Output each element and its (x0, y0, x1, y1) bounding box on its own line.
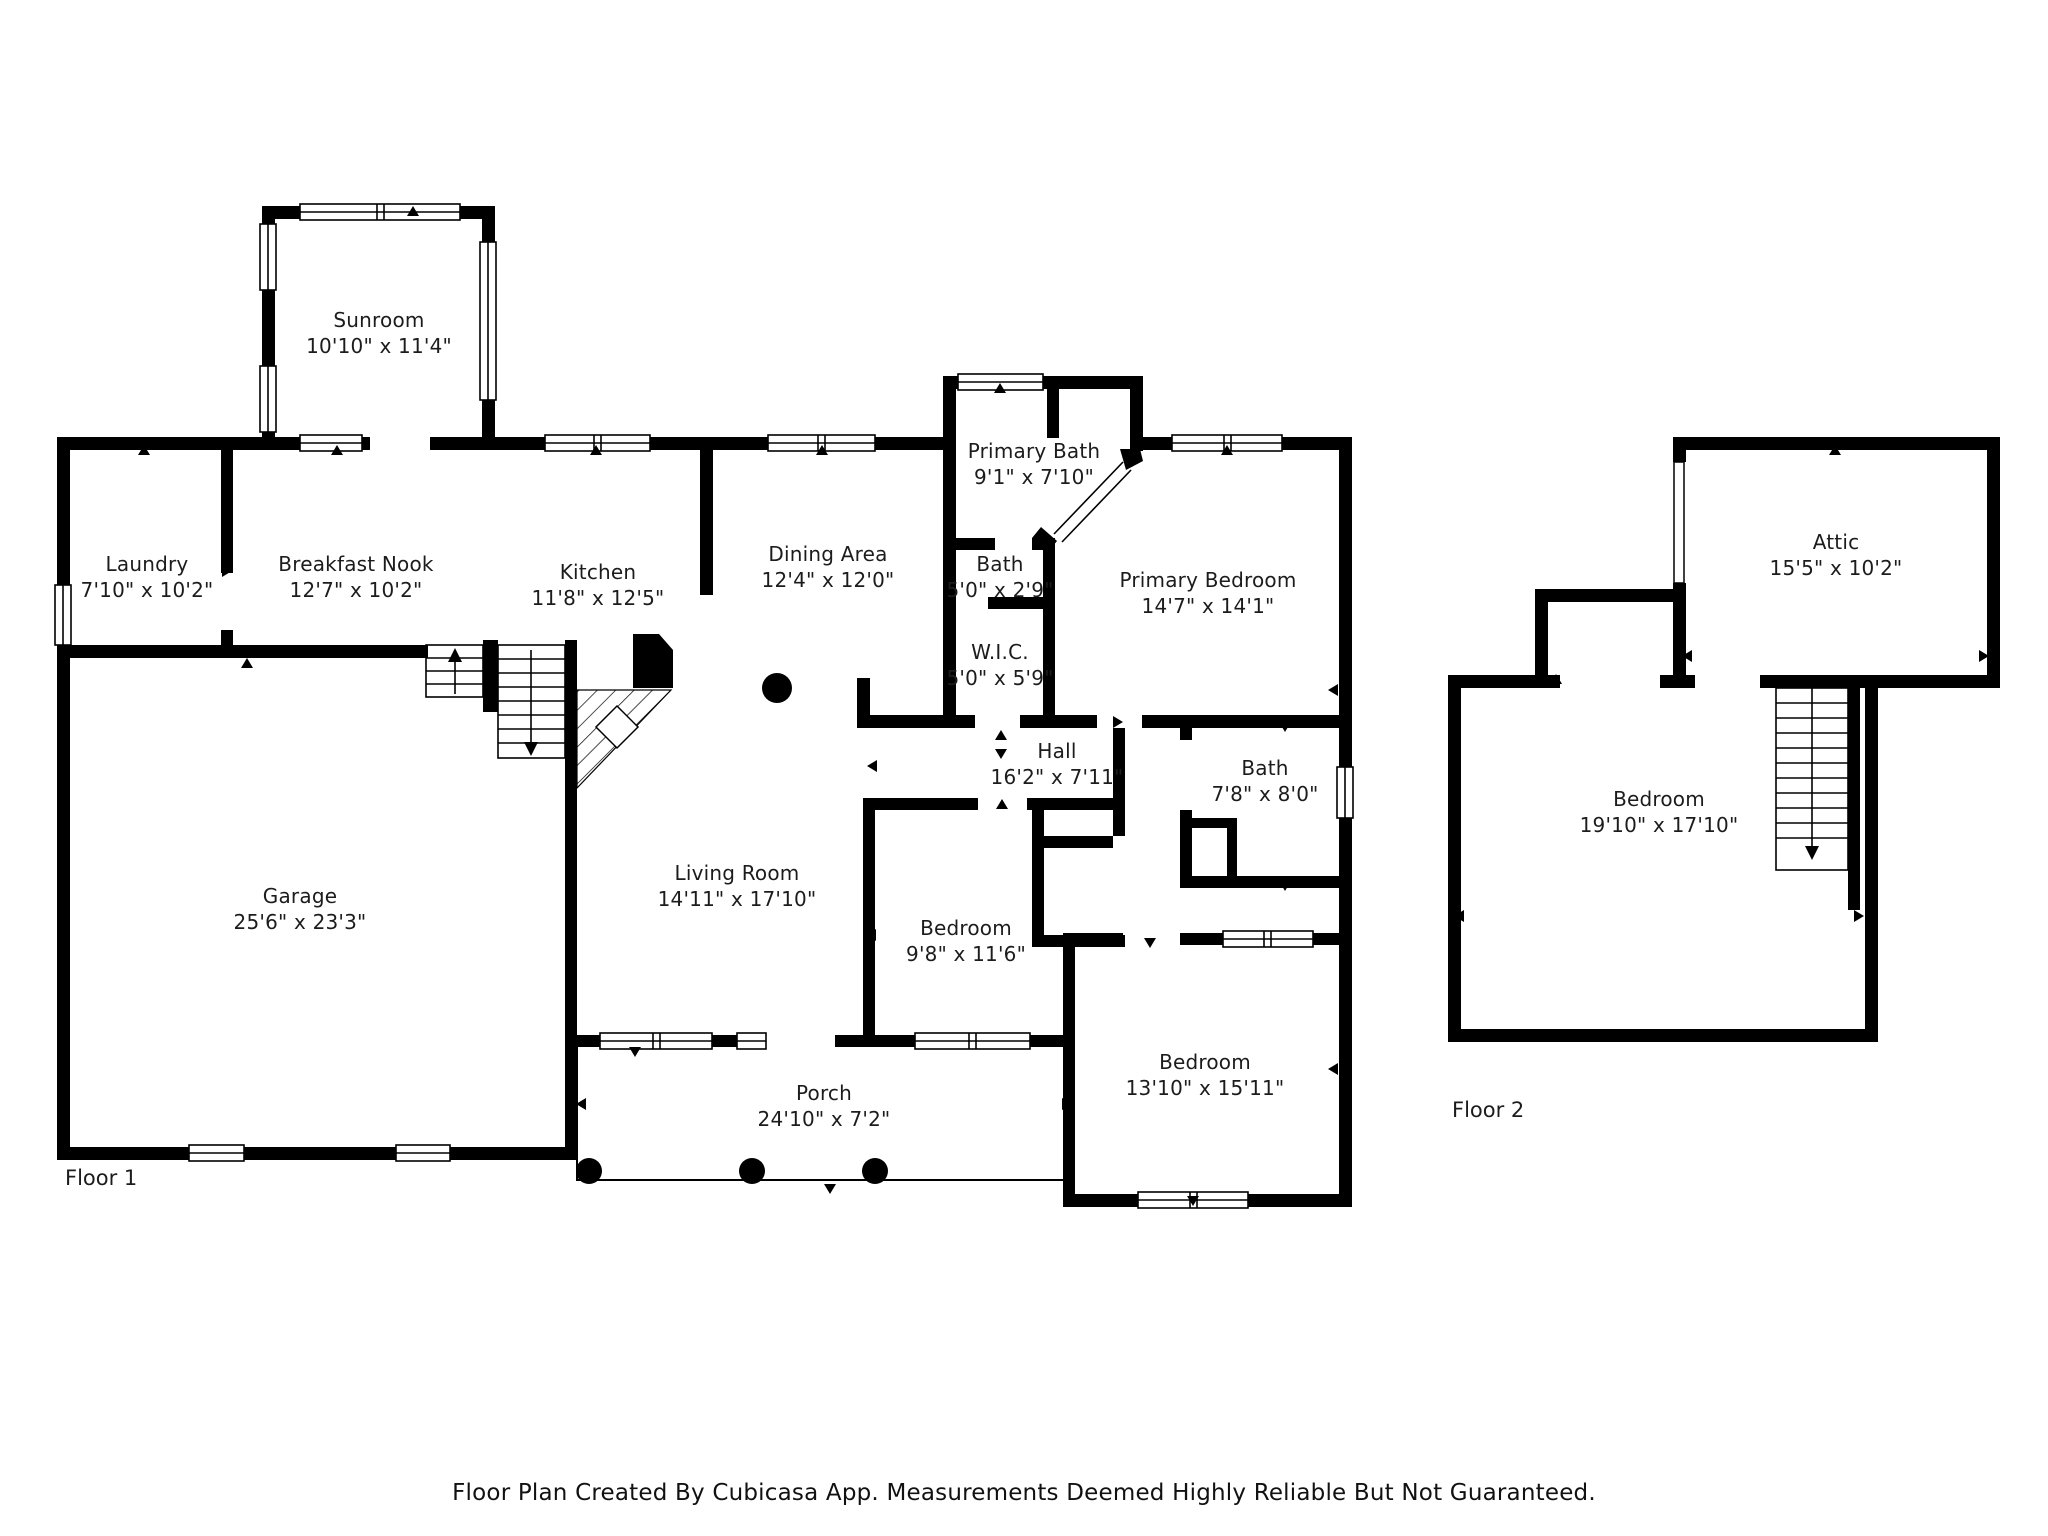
room-label-living-room: Living Room 14'11" x 17'10" (658, 860, 817, 912)
room-dims: 10'10" x 11'4" (306, 334, 452, 358)
room-dims: 12'7" x 10'2" (289, 578, 423, 602)
floor2-walls (1448, 437, 2000, 1042)
room-name: Bedroom (1159, 1050, 1251, 1074)
window-kitchen (544, 434, 651, 452)
room-dims: 24'10" x 7'2" (757, 1107, 891, 1131)
window-sunroom-right (479, 241, 497, 401)
door-arrows (58, 206, 1989, 1206)
room-name: Bedroom (920, 916, 1012, 940)
room-label-bedroom2: Bedroom 13'10" x 15'11" (1126, 1049, 1285, 1101)
window-sunroom-top (299, 203, 461, 221)
stairs-up-arrow (448, 648, 462, 662)
room-label-hall: Hall 16'2" x 7'11" (991, 738, 1124, 790)
window-dining (767, 434, 876, 452)
room-name: Laundry (105, 552, 189, 576)
room-label-bedroom-floor2: Bedroom 19'10" x 17'10" (1580, 786, 1739, 838)
room-dims: 11'8" x 12'5" (531, 586, 665, 610)
room-dims: 14'11" x 17'10" (657, 887, 817, 911)
room-name: Hall (1037, 739, 1077, 763)
room-dims: 12'4" x 12'0" (761, 568, 895, 592)
room-label-porch: Porch 24'10" x 7'2" (758, 1080, 891, 1132)
room-dims: 7'10" x 10'2" (80, 578, 214, 602)
floor2-caption: Floor 2 (1452, 1098, 1525, 1122)
porch-column (862, 1158, 888, 1184)
window-living-south-2 (736, 1032, 767, 1050)
room-dims: 25'6" x 23'3" (233, 910, 367, 934)
room-name: Primary Bath (967, 439, 1101, 463)
room-label-garage: Garage 25'6" x 23'3" (234, 883, 367, 935)
room-dims: 9'8" x 11'6" (906, 942, 1026, 966)
closet-sliding-doors (1222, 930, 1314, 948)
room-label-wic: W.I.C. 5'0" x 5'9" (946, 639, 1053, 691)
room-name: Living Room (674, 861, 800, 885)
floor2-stairs (1775, 687, 1849, 871)
room-name: Primary Bedroom (1119, 568, 1297, 592)
room-name: Bath (976, 552, 1024, 576)
understair-landing (594, 704, 640, 750)
room-dims: 15'5" x 10'2" (1769, 556, 1903, 580)
floor1-walls (57, 206, 1352, 1207)
window-laundry-left (54, 584, 72, 646)
stairs-down-arrow (524, 742, 538, 756)
porch-column (576, 1158, 602, 1184)
stairs-down-arrow-floor2 (1805, 846, 1819, 860)
room-label-bath-small: Bath 5'0" x 2'9" (946, 551, 1053, 603)
room-name: Sunroom (333, 308, 425, 332)
window-sunroom-bottom (299, 434, 363, 452)
room-dims: 14'7" x 14'1" (1141, 594, 1275, 618)
room-label-breakfast-nook: Breakfast Nook 12'7" x 10'2" (278, 551, 433, 603)
room-label-sunroom: Sunroom 10'10" x 11'4" (306, 307, 452, 359)
room-label-bedroom1: Bedroom 9'8" x 11'6" (906, 915, 1026, 967)
room-label-attic: Attic 15'5" x 10'2" (1770, 529, 1903, 581)
room-label-primary-bedroom: Primary Bedroom 14'7" x 14'1" (1119, 567, 1296, 619)
structural-column (762, 673, 792, 703)
room-name: Bedroom (1613, 787, 1705, 811)
room-dims: 13'10" x 15'11" (1125, 1076, 1285, 1100)
room-name: W.I.C. (971, 640, 1029, 664)
room-name: Garage (262, 884, 338, 908)
porch-outline (576, 1047, 1070, 1184)
floor2-knee-wall (1673, 461, 1685, 584)
window-hall-bath (1336, 766, 1354, 819)
window-living-south-1 (599, 1032, 713, 1050)
room-name: Porch (795, 1081, 853, 1105)
window-primary-bath (957, 373, 1044, 391)
floor1-caption: Floor 1 (65, 1166, 138, 1190)
disclaimer-text: Floor Plan Created By Cubicasa App. Meas… (452, 1480, 1596, 1506)
room-name: Dining Area (768, 542, 888, 566)
window-sunroom-left-2 (259, 365, 277, 433)
room-dims: 19'10" x 17'10" (1579, 813, 1739, 837)
primary-bath-angled-door (1053, 461, 1132, 543)
room-dims: 16'2" x 7'11" (990, 765, 1124, 789)
porch-column (739, 1158, 765, 1184)
room-label-laundry: Laundry 7'10" x 10'2" (81, 551, 214, 603)
floor1-windows (54, 203, 1354, 1209)
room-label-primary-bath: Primary Bath 9'1" x 7'10" (968, 438, 1101, 490)
room-dims: 5'0" x 2'9" (946, 578, 1054, 602)
room-name: Bath (1241, 756, 1289, 780)
room-label-kitchen: Kitchen 11'8" x 12'5" (532, 559, 665, 611)
window-garage-2 (395, 1144, 451, 1162)
room-dims: 9'1" x 7'10" (974, 465, 1094, 489)
floor1-stairs (425, 644, 673, 790)
room-dims: 7'8" x 8'0" (1211, 782, 1319, 806)
room-label-hall-bath: Bath 7'8" x 8'0" (1211, 755, 1318, 807)
room-name: Kitchen (559, 560, 637, 584)
room-name: Breakfast Nook (278, 552, 434, 576)
room-label-dining-area: Dining Area 12'4" x 12'0" (762, 541, 895, 593)
room-dims: 5'0" x 5'9" (946, 666, 1054, 690)
window-bedroom1-south (914, 1032, 1031, 1050)
room-name: Attic (1812, 530, 1860, 554)
window-garage-1 (188, 1144, 245, 1162)
window-sunroom-left-1 (259, 223, 277, 291)
